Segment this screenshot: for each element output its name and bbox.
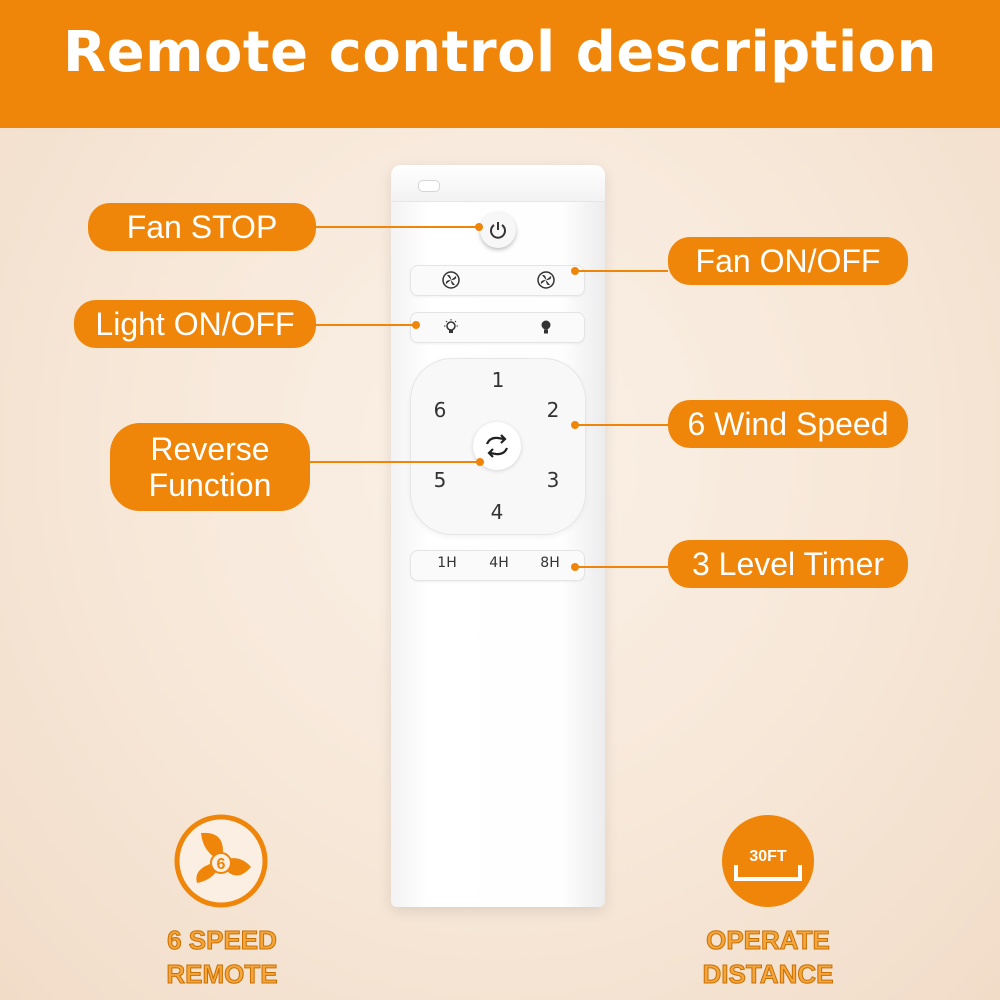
distance-caption-line1: OPERATE [706,925,831,956]
fan-on-off-row [410,265,585,296]
fan-on-off-leader-line [575,270,668,272]
light-on-off-leader-dot [412,321,420,329]
reverse-arrows-icon [485,434,509,458]
fan-icon [537,271,555,289]
timer-leader-dot [571,563,579,571]
speed-badge: 6 [173,813,269,909]
distance-icon: 30FT [722,815,814,907]
fan-icon [442,271,460,289]
speed-caption-line1: 6 SPEED [167,925,278,956]
page-title: Remote control description [62,20,938,85]
distance-badge-text: 30FT [749,848,787,865]
speed-6-button[interactable]: 6 [433,398,447,422]
timer-1h-button[interactable]: 1H [437,555,457,571]
light-on-off-row [410,312,585,343]
wind-speed-label: 6 Wind Speed [668,400,908,448]
wind-speed-leader-dot [571,421,579,429]
ir-emitter [418,180,440,192]
fan-stop-leader-dot [475,223,483,231]
reverse-leader-line [310,461,480,463]
fan-on-off-leader-dot [571,267,579,275]
fan-on-off-label: Fan ON/OFF [668,237,908,285]
distance-feature-caption: OPERATE DISTANCE [648,923,888,991]
light-on-off-label: Light ON/OFF [74,300,316,348]
reverse-label-line2: Function [148,467,272,503]
fan-speed-icon: 6 [174,814,268,908]
timer-4h-button[interactable]: 4H [489,555,509,571]
wind-speed-leader-line [575,424,668,426]
fan-stop-button[interactable] [480,212,516,248]
light-on-off-leader-line [316,324,416,326]
light-bulb-off-icon [541,320,551,334]
speed-feature-caption: 6 SPEED REMOTE [102,923,342,991]
speed-3-button[interactable]: 3 [546,468,560,492]
light-on-button[interactable] [440,316,462,338]
reverse-label-line1: Reverse [150,431,270,467]
remote-top-cap [391,165,605,202]
distance-caption-line2: DISTANCE [702,959,834,990]
speed-1-button[interactable]: 1 [491,368,505,392]
timer-label: 3 Level Timer [668,540,908,588]
distance-badge: 30FT [720,813,816,909]
fan-stop-leader-line [316,226,480,228]
timer-leader-line [575,566,668,568]
fan-off-button[interactable] [535,269,557,291]
power-icon [490,222,506,239]
speed-pad: 1 2 3 4 5 6 [410,358,586,535]
timer-row: 1H 4H 8H [410,550,585,581]
speed-badge-number: 6 [217,856,226,873]
light-bulb-on-icon [444,319,458,333]
speed-caption-line2: REMOTE [166,959,278,990]
remote-control: 1 2 3 4 5 6 1H 4H 8H [391,165,605,907]
speed-5-button[interactable]: 5 [433,468,447,492]
fan-on-button[interactable] [440,269,462,291]
reverse-leader-dot [476,458,484,466]
fan-stop-label: Fan STOP [88,203,316,251]
light-off-button[interactable] [535,316,557,338]
speed-4-button[interactable]: 4 [490,500,504,524]
speed-2-button[interactable]: 2 [546,398,560,422]
reverse-function-label: Reverse Function [110,423,310,511]
header-banner: Remote control description [0,0,1000,128]
timer-8h-button[interactable]: 8H [540,555,560,571]
